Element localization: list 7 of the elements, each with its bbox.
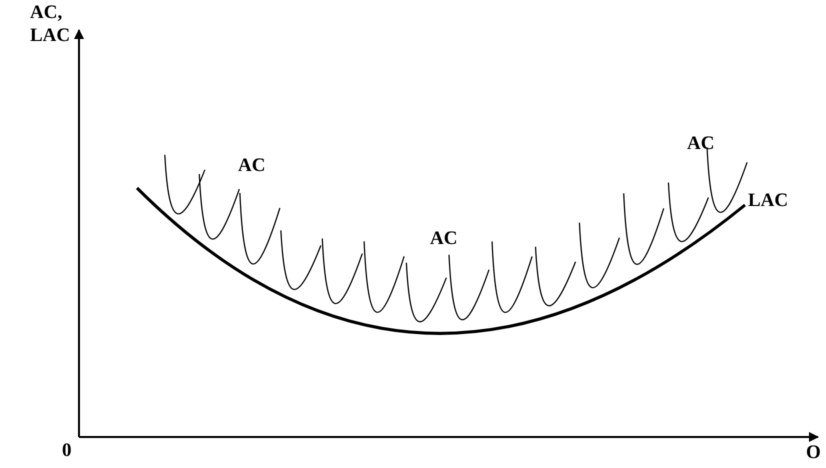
axis-label: AC: [430, 228, 458, 251]
axis-label: AC: [687, 133, 714, 156]
axis-label: O: [806, 442, 821, 465]
axis-label: LAC: [748, 190, 788, 213]
axis-label: AC, LAC: [30, 2, 72, 48]
axis-label: AC: [238, 155, 266, 178]
axis-label: 0: [62, 440, 72, 463]
